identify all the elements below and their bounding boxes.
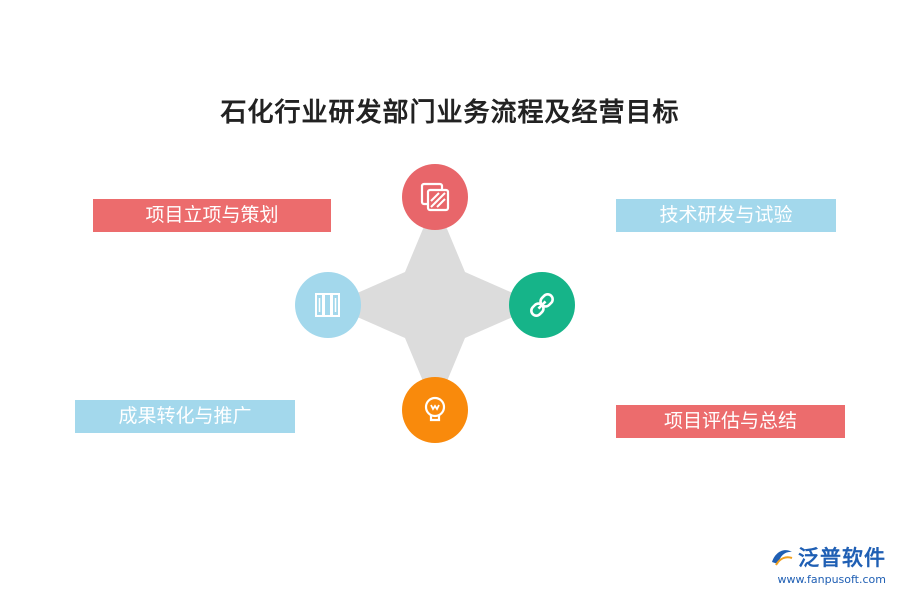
brand-name: 泛普软件 (798, 546, 886, 570)
label-tech-rnd: 技术研发与试验 (616, 199, 836, 232)
label-project-initiation: 项目立项与策划 (93, 199, 331, 232)
label-project-evaluation: 项目评估与总结 (616, 405, 845, 438)
label-results-transfer: 成果转化与推广 (75, 400, 295, 433)
brand-logo-icon (772, 550, 793, 566)
link-icon (509, 272, 575, 338)
page-title: 石化行业研发部门业务流程及经营目标 (220, 98, 680, 128)
layers-icon (402, 164, 468, 230)
lightbulb-icon (402, 377, 468, 443)
brand-url: www.fanpusoft.com (777, 573, 886, 586)
books-icon (295, 272, 361, 338)
brand-logo: 泛普软件 www.fanpusoft.com (770, 542, 886, 586)
